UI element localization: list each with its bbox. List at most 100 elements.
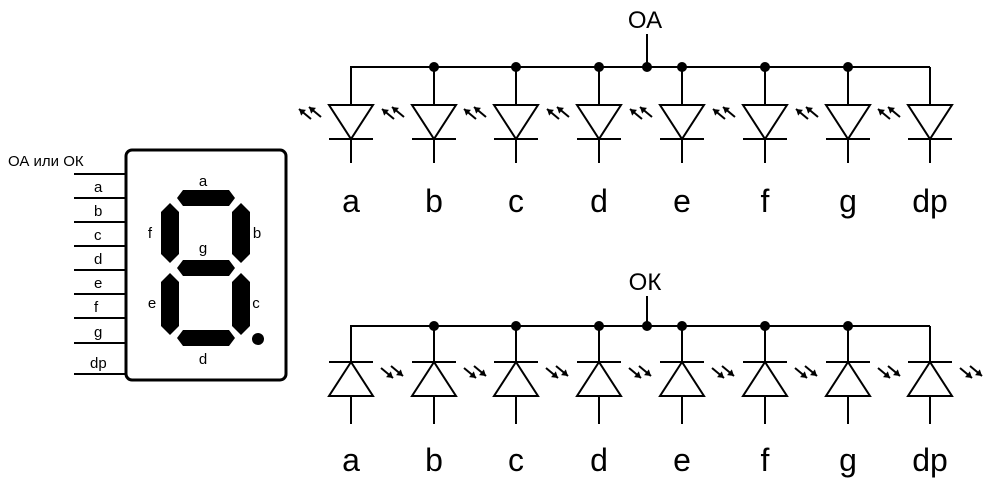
light-arrows-icon bbox=[628, 365, 652, 379]
light-arrows-icon bbox=[298, 106, 322, 120]
diode-triangle bbox=[741, 360, 789, 397]
common-anode-led-label-c: c bbox=[508, 183, 524, 219]
diode-triangle bbox=[492, 104, 540, 141]
arrow-head bbox=[644, 369, 651, 376]
pin-label-c: c bbox=[94, 227, 102, 244]
diode-triangle bbox=[492, 360, 540, 397]
segment-f bbox=[161, 203, 179, 263]
diode-triangle bbox=[410, 104, 458, 141]
common-cathode-led-a: a bbox=[327, 326, 404, 478]
common-cathode-title: ОК bbox=[629, 269, 662, 296]
diode-triangle bbox=[741, 104, 789, 141]
segment-letters: a f b g e c d bbox=[148, 173, 261, 368]
segment-label-d: d bbox=[199, 351, 207, 368]
pin-label-b: b bbox=[94, 203, 102, 220]
arrow-head bbox=[392, 107, 399, 114]
arrow-head bbox=[888, 107, 895, 114]
diode-triangle bbox=[658, 360, 706, 397]
common-cathode-junction bbox=[642, 321, 652, 331]
arrow-head bbox=[547, 109, 554, 116]
arrow-head bbox=[800, 371, 807, 378]
diode-triangle bbox=[906, 360, 954, 397]
common-cathode-led-dp: dp bbox=[906, 326, 983, 478]
light-arrows-icon bbox=[463, 106, 487, 120]
arrow-head bbox=[965, 371, 972, 378]
common-anode-led-dp: dp bbox=[877, 67, 954, 219]
diode-triangle bbox=[824, 104, 872, 141]
diode-triangle bbox=[410, 360, 458, 397]
common-cathode-led-label-c: c bbox=[508, 442, 524, 478]
common-anode-circuit: ОА a b c d e f g dp bbox=[298, 7, 954, 219]
arrow-head bbox=[723, 107, 730, 114]
segment-d bbox=[177, 330, 235, 346]
arrow-head bbox=[561, 369, 568, 376]
common-cathode-led-b: b bbox=[410, 321, 487, 478]
diode-triangle bbox=[327, 360, 375, 397]
common-cathode-led-f: f bbox=[741, 321, 818, 478]
common-cathode-led-c: c bbox=[492, 321, 569, 478]
common-anode-led-b: b bbox=[381, 62, 458, 219]
arrow-head bbox=[386, 371, 393, 378]
common-anode-led-c: c bbox=[463, 62, 540, 219]
common-anode-junction bbox=[642, 62, 652, 72]
common-anode-led-label-dp: dp bbox=[912, 183, 948, 219]
segment-dp bbox=[252, 333, 264, 345]
arrow-head bbox=[474, 107, 481, 114]
common-cathode-led-label-e: e bbox=[673, 442, 691, 478]
arrow-head bbox=[630, 109, 637, 116]
light-arrows-icon bbox=[463, 365, 487, 379]
common-cathode-led-label-dp: dp bbox=[912, 442, 948, 478]
arrow-head bbox=[469, 371, 476, 378]
arrow-head bbox=[806, 107, 813, 114]
common-cathode-led-label-a: a bbox=[342, 442, 360, 478]
diode-triangle bbox=[327, 104, 375, 141]
segments bbox=[161, 190, 264, 346]
common-anode-led-label-d: d bbox=[590, 183, 608, 219]
arrow-head bbox=[557, 107, 564, 114]
arrow-head bbox=[640, 107, 647, 114]
common-cathode-led-label-b: b bbox=[425, 442, 443, 478]
segment-label-e: e bbox=[148, 295, 156, 312]
pin-label-common: ОА или ОК bbox=[8, 153, 84, 170]
common-anode-led-label-a: a bbox=[342, 183, 360, 219]
common-anode-led-label-f: f bbox=[761, 183, 770, 219]
common-anode-title: ОА bbox=[628, 7, 662, 34]
arrow-head bbox=[727, 369, 734, 376]
arrow-head bbox=[893, 369, 900, 376]
light-arrows-icon bbox=[795, 106, 819, 120]
common-cathode-led-label-g: g bbox=[839, 442, 857, 478]
light-arrows-icon bbox=[711, 365, 735, 379]
arrow-head bbox=[396, 369, 403, 376]
common-cathode-led-d: d bbox=[575, 321, 652, 478]
arrow-head bbox=[464, 109, 471, 116]
common-anode-led-label-b: b bbox=[425, 183, 443, 219]
arrow-head bbox=[634, 371, 641, 378]
common-cathode-led-g: g bbox=[824, 321, 901, 478]
pin-label-dp: dp bbox=[90, 355, 107, 372]
pin-label-g: g bbox=[94, 324, 102, 341]
arrow-head bbox=[551, 371, 558, 378]
common-anode-led-label-g: g bbox=[839, 183, 857, 219]
common-anode-led-a: a bbox=[298, 67, 375, 219]
pin-label-e: e bbox=[94, 275, 102, 292]
light-arrows-icon bbox=[629, 106, 653, 120]
arrow-head bbox=[975, 369, 982, 376]
arrow-head bbox=[717, 371, 724, 378]
common-anode-led-label-e: e bbox=[673, 183, 691, 219]
segment-c bbox=[232, 273, 250, 335]
common-cathode-led-e: e bbox=[658, 321, 735, 478]
arrow-head bbox=[479, 369, 486, 376]
light-arrows-icon bbox=[877, 365, 901, 379]
segment-label-c: c bbox=[252, 295, 260, 312]
arrow-head bbox=[796, 109, 803, 116]
light-arrows-icon bbox=[794, 365, 818, 379]
pin-list: ОА или ОК a b c d e f g dp bbox=[8, 153, 126, 375]
arrow-head bbox=[713, 109, 720, 116]
arrow-head bbox=[878, 109, 885, 116]
pin-label-f: f bbox=[94, 299, 99, 316]
display-package: ОА или ОК a b c d e f g dp bbox=[8, 148, 288, 382]
segment-label-b: b bbox=[253, 225, 261, 242]
segment-e bbox=[161, 273, 179, 335]
